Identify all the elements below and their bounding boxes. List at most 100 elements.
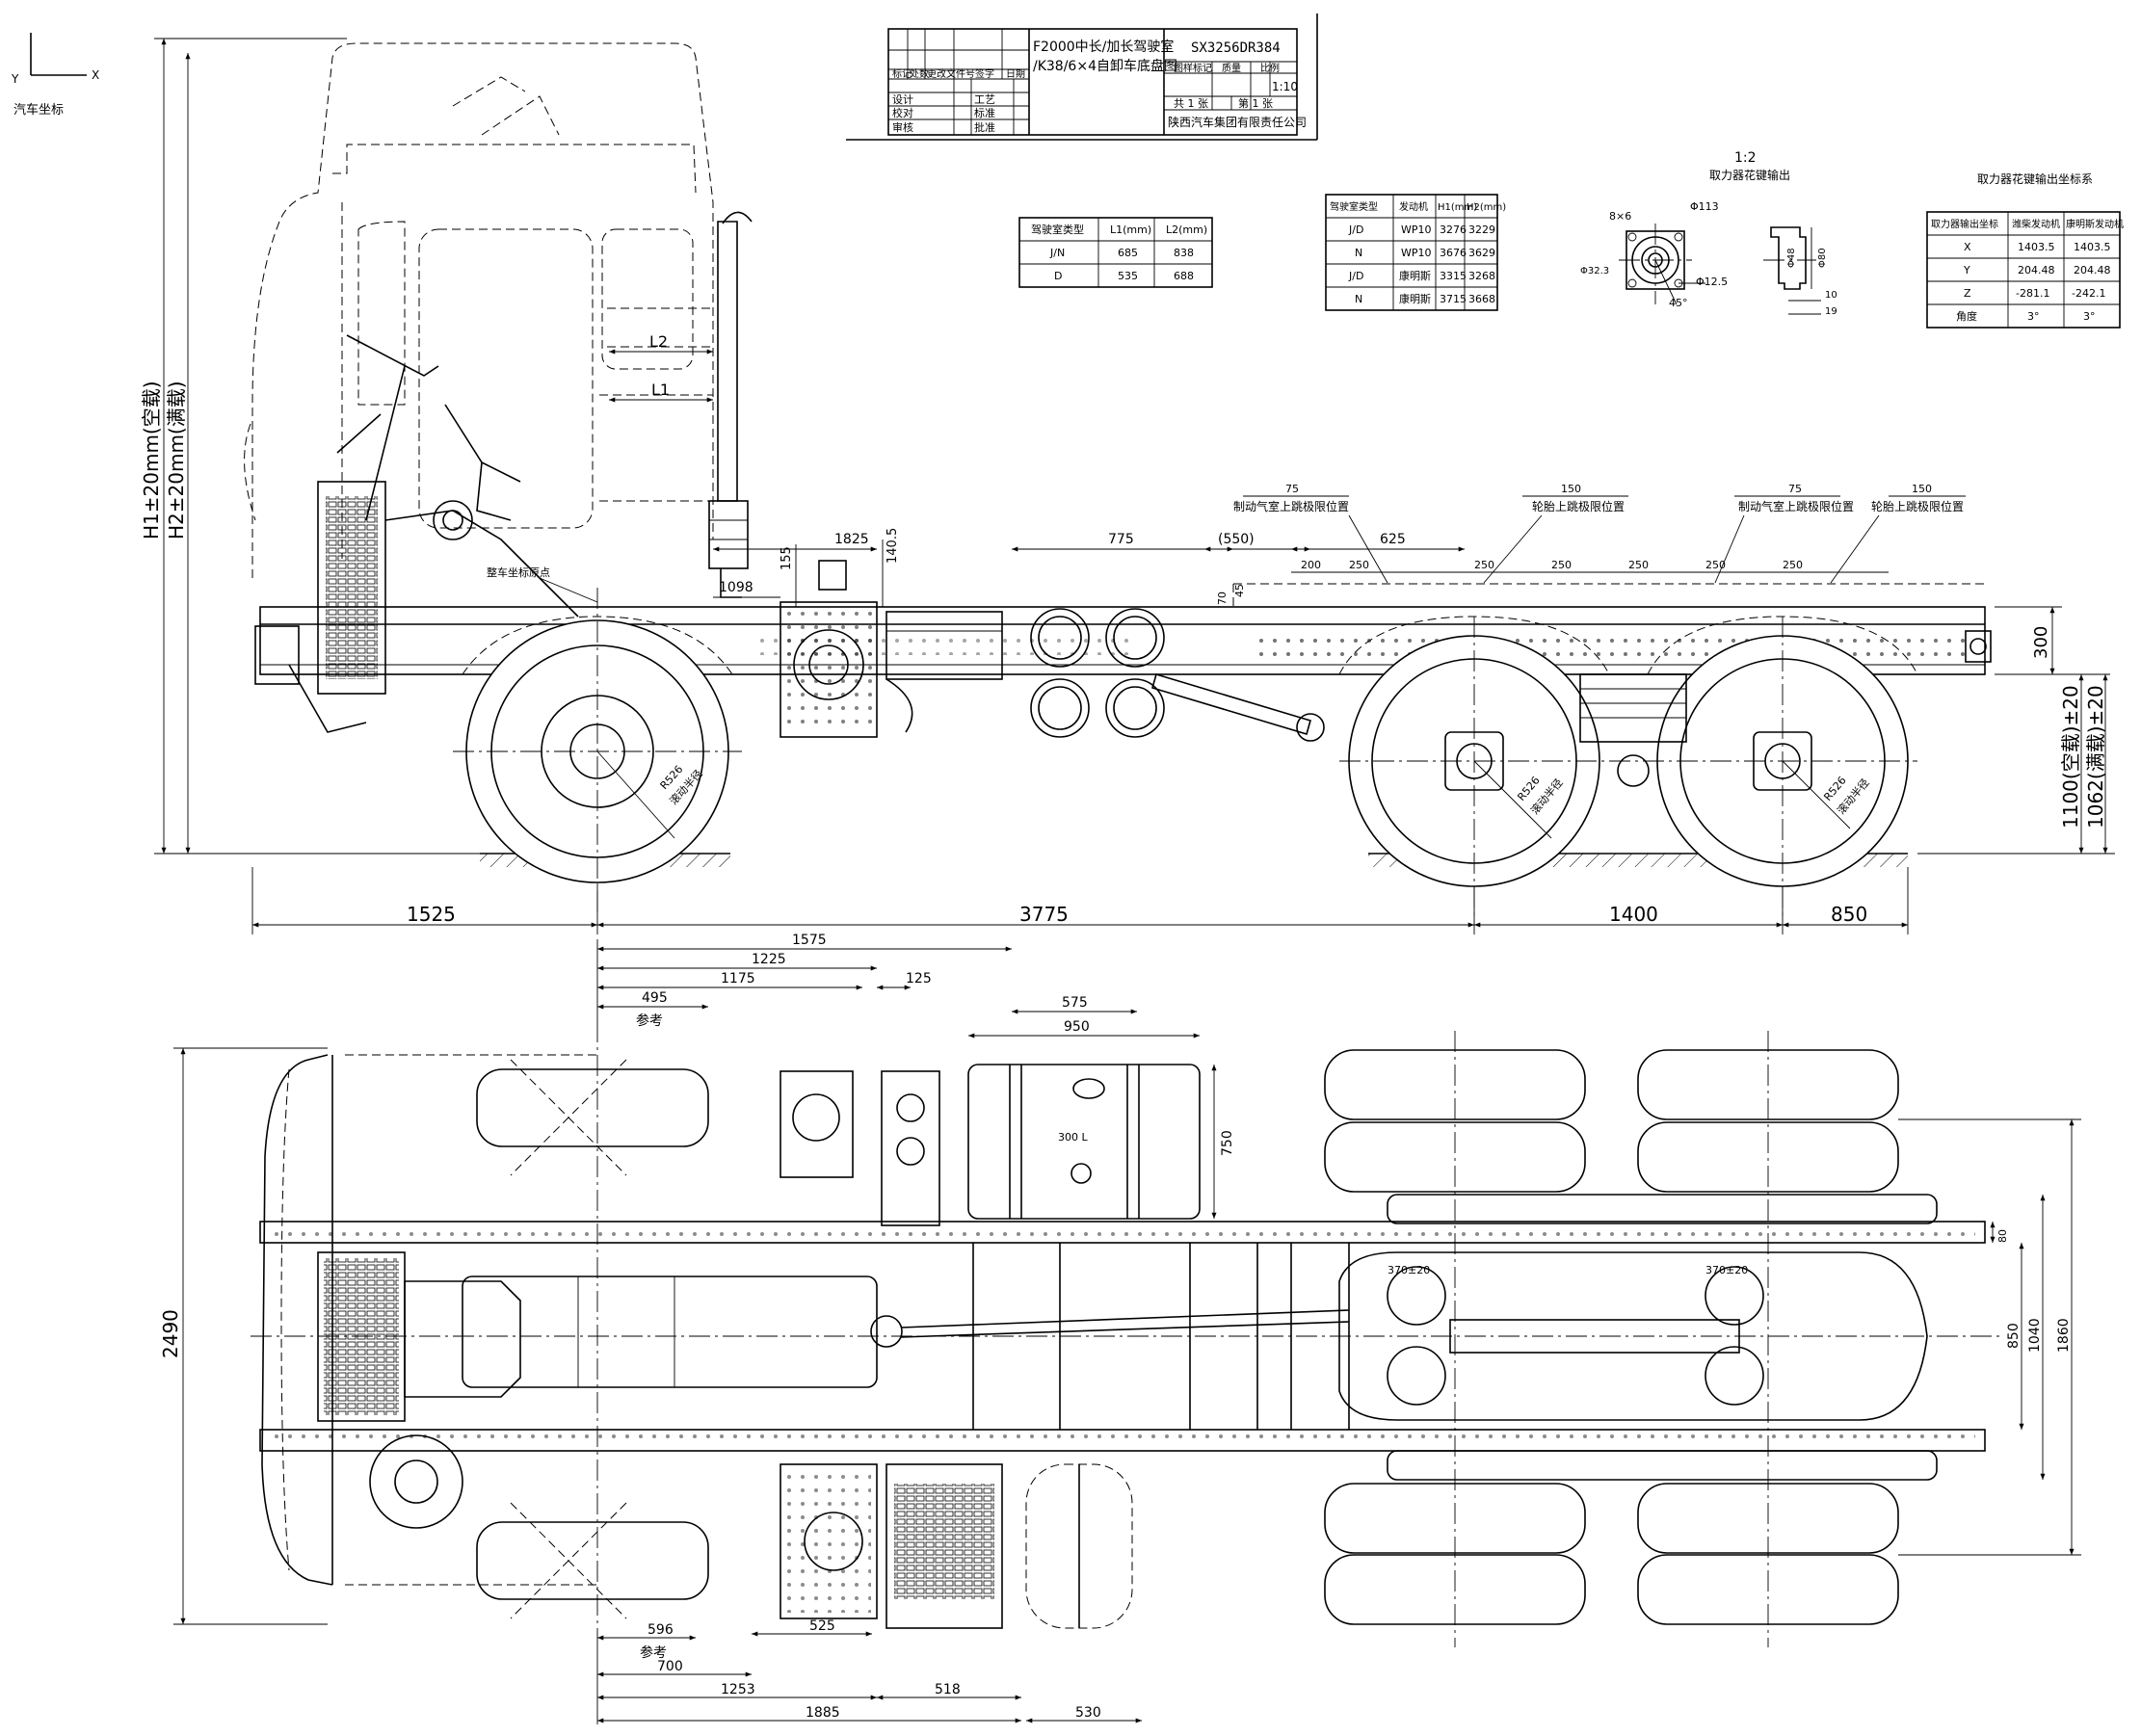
propeller-shaft bbox=[1151, 673, 1311, 735]
axis-x-label: X bbox=[92, 68, 99, 82]
cab-th-3: L2(mm) bbox=[1166, 224, 1207, 236]
label-scale: 比例 bbox=[1260, 62, 1280, 74]
eng-r1-c1: J/D bbox=[1348, 224, 1363, 236]
eng-r2-c3: 3676 bbox=[1440, 247, 1467, 259]
h2-label: H2±20mm(满载) bbox=[165, 381, 188, 539]
top-toolbox bbox=[885, 1463, 1003, 1629]
top-engine bbox=[404, 1280, 521, 1398]
radiator bbox=[317, 481, 386, 695]
top-gearbox bbox=[462, 1276, 878, 1388]
pto-l-spline: 8×6 bbox=[1609, 210, 1631, 223]
eng-r1-c4: 3229 bbox=[1468, 224, 1495, 236]
eng-r3-c4: 3268 bbox=[1468, 270, 1495, 282]
dim-250-4: 250 bbox=[1628, 559, 1649, 571]
dim-80: 80 bbox=[1996, 1229, 2009, 1243]
axis-caption: 汽车坐标 bbox=[13, 102, 64, 118]
title-block: 标记 处数 更改文件号 签字 日期 设计 工艺 校对 标准 审核 批准 F200… bbox=[846, 13, 1318, 141]
top-front-wheel-lower bbox=[476, 1521, 709, 1600]
fuel-filter-box bbox=[780, 601, 878, 738]
l2-label: L2 bbox=[649, 332, 668, 351]
tire-limit-label-2: 轮胎上跳极限位置 bbox=[1871, 499, 1964, 513]
cab-th-1: 驾驶室类型 bbox=[1031, 223, 1084, 236]
cab-r2-c3: 688 bbox=[1174, 270, 1194, 282]
eng-r4-c2: 康明斯 bbox=[1399, 292, 1431, 305]
pto-l-10: 10 bbox=[1825, 290, 1837, 301]
dim-1040: 1040 bbox=[2027, 1318, 2043, 1353]
pto-th-2: 潍柴发动机 bbox=[2012, 218, 2060, 230]
dim-75-b: 75 bbox=[1788, 483, 1802, 495]
top-rail-upper bbox=[259, 1221, 1986, 1244]
ride-height-empty: 1100(空载)±20 bbox=[2059, 685, 2082, 829]
sign-check: 校对 bbox=[892, 106, 913, 119]
ref-lower: 参考 bbox=[640, 1644, 667, 1661]
pto-detail: 1:2 取力器花键输出 8×6 Φ113 Φ12.5 45° Φ32.3 Φ48… bbox=[1580, 150, 1837, 317]
tank-volume: 300 L bbox=[1058, 1131, 1088, 1144]
dim-150-b: 150 bbox=[1912, 483, 1932, 495]
dim-155: 155 bbox=[780, 546, 794, 570]
top-filter-box bbox=[881, 1070, 940, 1226]
eng-r2-c4: 3629 bbox=[1468, 247, 1495, 259]
pto-r4-c1: 角度 bbox=[1956, 309, 1977, 323]
dim-1860: 1860 bbox=[2056, 1318, 2072, 1353]
pto-r3-c3: -242.1 bbox=[2072, 287, 2105, 300]
dim-3775: 3775 bbox=[1019, 903, 1069, 926]
dim-850-track: 850 bbox=[2006, 1323, 2022, 1349]
sign-approve: 批准 bbox=[974, 120, 995, 134]
eng-r4-c3: 3715 bbox=[1440, 293, 1467, 305]
rev-h2: 处数 bbox=[910, 67, 929, 80]
rev-h4: 签字 bbox=[975, 67, 994, 80]
dim-1525: 1525 bbox=[407, 903, 456, 926]
dim-300: 300 bbox=[2031, 626, 2051, 659]
pto-l-d80: Φ80 bbox=[1817, 248, 1828, 268]
pto-l-45: 45° bbox=[1669, 297, 1688, 309]
drawing-number: SX3256DR384 bbox=[1191, 40, 1281, 56]
rev-h1: 标记 bbox=[892, 68, 912, 80]
sign-design: 设计 bbox=[892, 93, 913, 106]
scale-value: 1:10 bbox=[1272, 80, 1298, 93]
dim-1175: 1175 bbox=[721, 971, 755, 986]
rear-axle-frame bbox=[1338, 1251, 1928, 1421]
l1-label: L1 bbox=[651, 381, 670, 399]
cab-top-outline bbox=[261, 1054, 333, 1586]
eng-r4-c4: 3668 bbox=[1468, 293, 1495, 305]
dim-850: 850 bbox=[1831, 903, 1867, 926]
dim-750: 750 bbox=[1220, 1130, 1235, 1156]
label-mass: 质量 bbox=[1222, 63, 1241, 74]
dim-1405: 140.5 bbox=[885, 528, 900, 564]
sign-standard: 标准 bbox=[974, 106, 995, 119]
dim-70: 70 bbox=[1216, 592, 1229, 605]
air-tank-3 bbox=[1030, 678, 1090, 738]
rev-h3: 更改文件号 bbox=[927, 67, 975, 80]
dim-250-2: 250 bbox=[1474, 559, 1494, 571]
vehicle-axis-marker: Y X 汽车坐标 bbox=[11, 33, 99, 118]
drawing-title-2: /K38/6×4自卸车底盘图 bbox=[1033, 58, 1177, 74]
pto-r2-c2: 204.48 bbox=[2018, 264, 2055, 276]
pto-l-d125: Φ12.5 bbox=[1696, 276, 1728, 288]
dim-625: 625 bbox=[1380, 532, 1406, 547]
pto-table: 取力器花键输出坐标系 取力器输出坐标 潍柴发动机 康明斯发动机 X 1403.5… bbox=[1926, 171, 2124, 329]
ride-height-loaded: 1062(满载)±20 bbox=[2084, 685, 2107, 829]
pto-r3-c2: -281.1 bbox=[2016, 287, 2049, 300]
eng-r1-c3: 3276 bbox=[1440, 224, 1467, 236]
eng-th-4: H2(mm) bbox=[1467, 202, 1506, 213]
rear-bogie bbox=[1579, 673, 1687, 743]
cab-rear-window bbox=[601, 228, 694, 370]
dim-550: (550) bbox=[1218, 532, 1255, 547]
company-name: 陕西汽车集团有限责任公司 bbox=[1168, 115, 1307, 129]
sign-review: 审核 bbox=[892, 120, 913, 134]
top-battery bbox=[780, 1463, 878, 1619]
top-spring-upper bbox=[1387, 1194, 1938, 1224]
dim-370-a: 370±20 bbox=[1388, 1264, 1430, 1276]
air-tank-2 bbox=[1105, 608, 1165, 668]
engine-table: 驾驶室类型 发动机 H1(mm) H2(mm) J/D WP10 3276 32… bbox=[1325, 194, 1506, 311]
dim-575: 575 bbox=[1062, 995, 1088, 1011]
dim-1225: 1225 bbox=[752, 952, 786, 967]
drawing-title-1: F2000中长/加长驾驶室 bbox=[1033, 39, 1174, 55]
dim-1575: 1575 bbox=[792, 933, 827, 948]
fan-sweep-lower bbox=[510, 1502, 627, 1619]
eng-r3-c2: 康明斯 bbox=[1399, 269, 1431, 282]
eng-r2-c2: WP10 bbox=[1401, 247, 1432, 259]
dim-525: 525 bbox=[809, 1618, 835, 1634]
dim-950: 950 bbox=[1064, 1019, 1090, 1035]
dim-75-a: 75 bbox=[1285, 483, 1299, 495]
